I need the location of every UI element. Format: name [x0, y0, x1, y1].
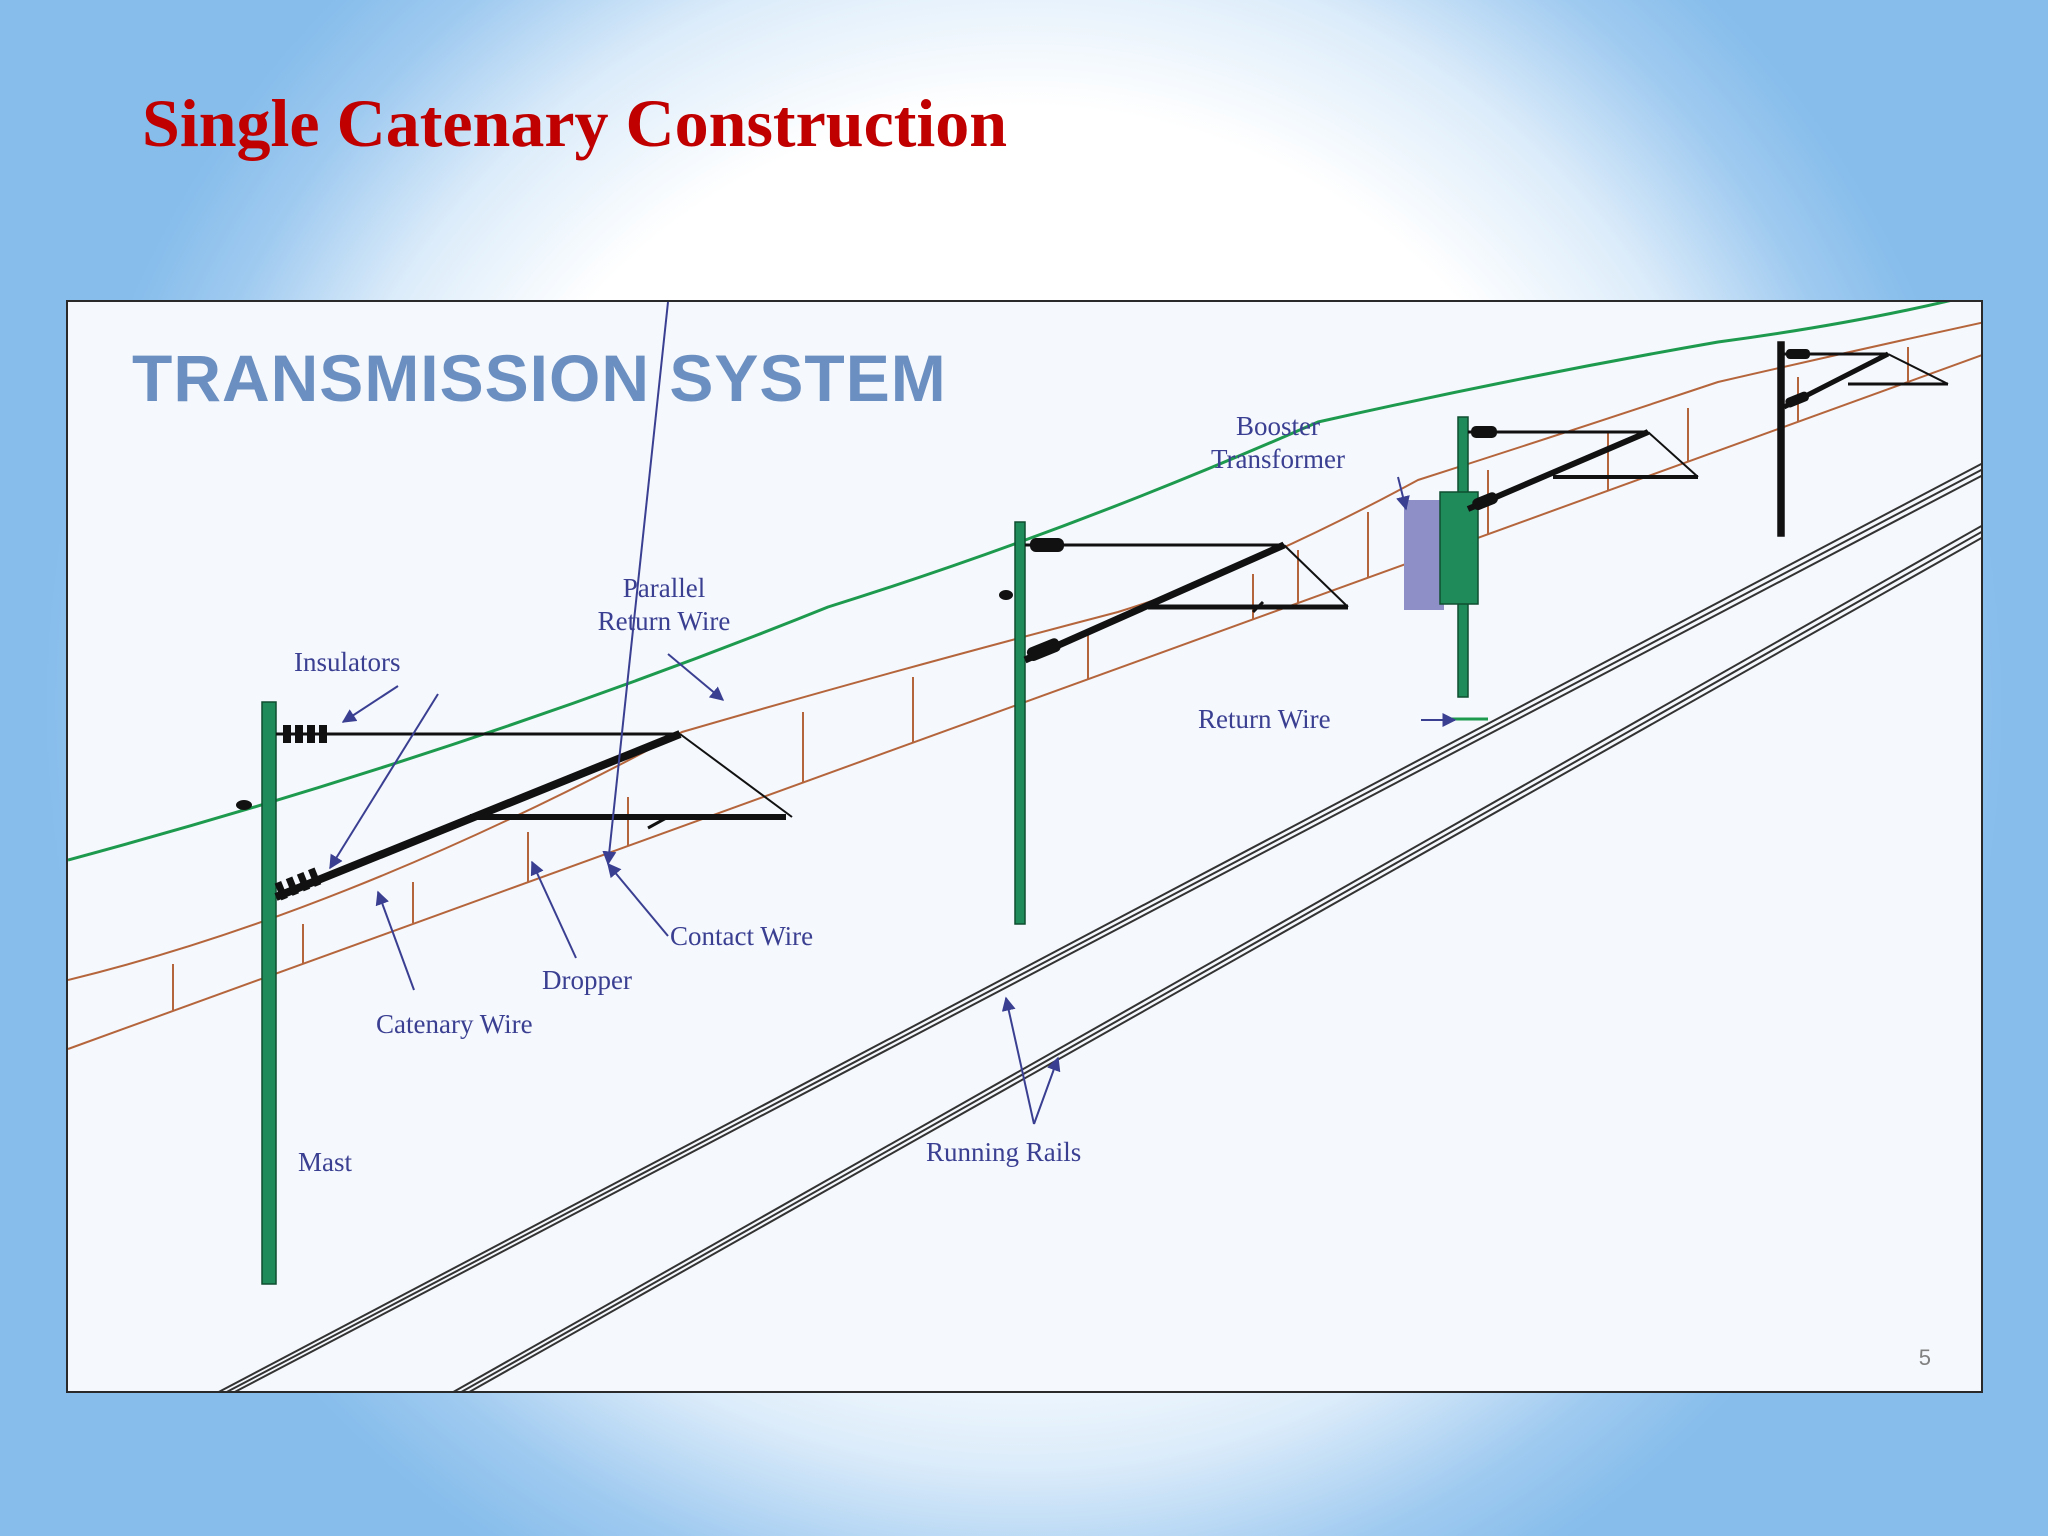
cantilevers	[274, 351, 1949, 901]
contact-wire-line	[68, 354, 1981, 1050]
diagram-canvas	[68, 302, 1981, 1391]
droppers	[172, 347, 1909, 1010]
booster-transformer	[1404, 491, 1479, 610]
label-insulators: Insulators	[294, 647, 401, 677]
label-parallel-return-wire-line2: Return Wire	[597, 606, 731, 636]
label-booster-transformer: Booster Transformer	[1178, 410, 1378, 476]
mast-4	[1777, 341, 1785, 537]
transmission-system-figure: TRANSMISSION SYSTEM Insulators Parallel …	[66, 300, 1983, 1393]
mast-1	[261, 701, 277, 1285]
label-parallel-return-wire-line1: Parallel	[622, 573, 706, 603]
page-number: 5	[1918, 1345, 1931, 1370]
running-rails	[218, 462, 1981, 1391]
label-mast: Mast	[298, 1147, 352, 1177]
insulators	[236, 349, 1810, 901]
label-booster-transformer-line2: Transformer	[1211, 444, 1345, 474]
label-arrows	[329, 302, 1457, 1125]
label-parallel-return-wire: Parallel Return Wire	[544, 572, 784, 638]
label-booster-transformer-line1: Booster	[1236, 411, 1320, 441]
diagram-title: TRANSMISSION SYSTEM	[132, 341, 947, 415]
mast-2	[1014, 521, 1026, 925]
label-dropper: Dropper	[542, 965, 632, 995]
label-running-rails: Running Rails	[926, 1137, 1082, 1167]
label-return-wire: Return Wire	[1198, 704, 1331, 734]
slide-title: Single Catenary Construction	[142, 85, 1008, 161]
label-catenary-wire: Catenary Wire	[376, 1009, 533, 1039]
label-contact-wire: Contact Wire	[670, 921, 814, 951]
